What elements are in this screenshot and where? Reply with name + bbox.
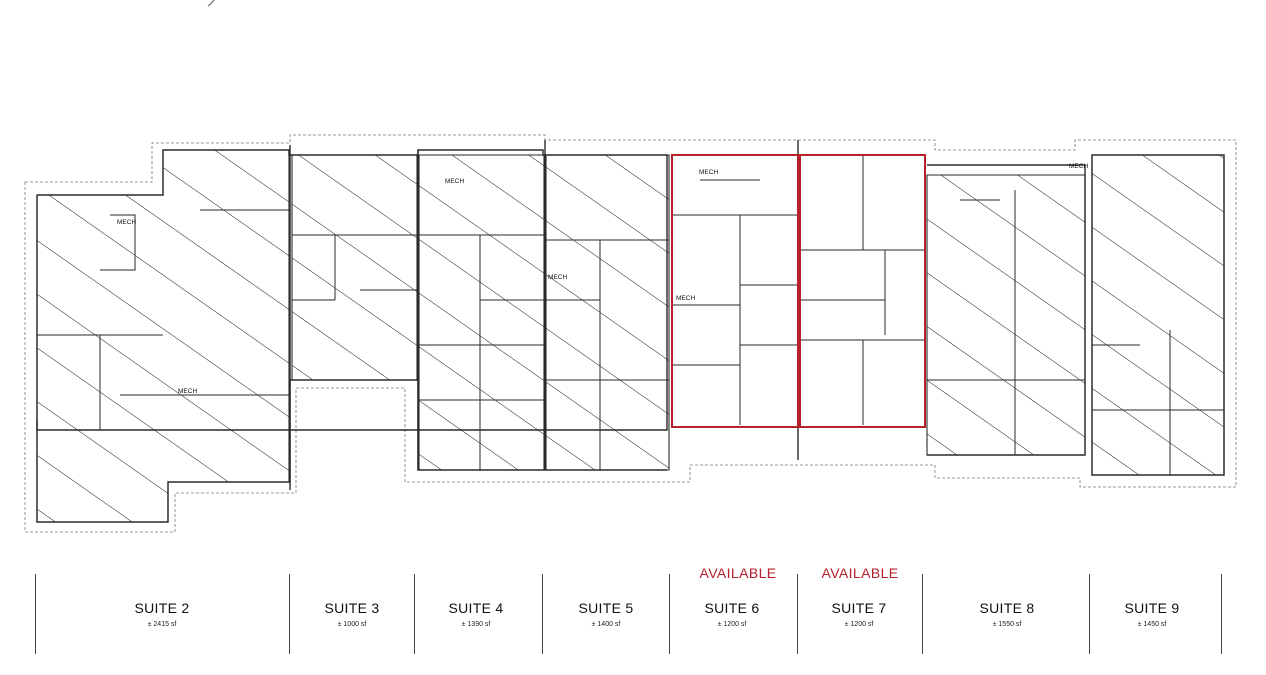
suite-4-hatch — [418, 154, 545, 471]
divider — [35, 574, 36, 654]
mech-label: MECH — [1069, 163, 1088, 170]
suite-name: SUITE 7 — [831, 600, 887, 616]
hatched-suites — [36, 149, 1225, 523]
suite-area: ± 1450 sf — [1137, 621, 1167, 628]
mech-label: MECH — [676, 295, 695, 302]
divider — [922, 574, 923, 654]
suite-area: ± 1400 sf — [591, 621, 621, 628]
suite-name: SUITE 6 — [704, 600, 760, 616]
mech-label: MECH — [178, 388, 197, 395]
mech-label: MECH — [699, 169, 718, 176]
mech-label: MECH — [445, 178, 464, 185]
suite-2-label[interactable]: SUITE 2 ± 2415 sf — [134, 600, 189, 628]
suite-9-hatch — [1091, 154, 1225, 476]
suite-name: SUITE 5 — [578, 600, 634, 616]
suite-name: SUITE 4 — [448, 600, 504, 616]
suite-7-label[interactable]: SUITE 7 ± 1200 sf — [831, 600, 886, 628]
divider — [669, 574, 670, 654]
floor-plan: MECH MECH MECH MECH MECH MECH MECH — [24, 0, 1237, 533]
suite-name: SUITE 2 — [134, 600, 190, 616]
suite-6-label[interactable]: SUITE 6 ± 1200 sf — [704, 600, 759, 628]
divider — [542, 574, 543, 654]
divider — [1221, 574, 1222, 654]
property-boundary — [24, 134, 1237, 533]
suite-name: SUITE 9 — [1124, 600, 1180, 616]
suite-area: ± 1550 sf — [992, 621, 1022, 628]
suite-area: ± 1390 sf — [461, 621, 491, 628]
suite-4-label[interactable]: SUITE 4 ± 1390 sf — [448, 600, 503, 628]
suite-7-outline — [799, 154, 926, 428]
top-mark — [207, 0, 215, 7]
suite-3-hatch — [291, 154, 418, 381]
available-interiors — [672, 155, 925, 425]
mech-label: MECH — [548, 274, 567, 281]
suite-area: ± 1200 sf — [844, 621, 874, 628]
suite-area: ± 2415 sf — [147, 621, 177, 628]
suite-3-label[interactable]: SUITE 3 ± 1000 sf — [324, 600, 379, 628]
suite-name: SUITE 8 — [979, 600, 1035, 616]
suite-5-hatch — [545, 154, 670, 471]
suite-area: ± 1200 sf — [717, 621, 747, 628]
suite-5-label[interactable]: SUITE 5 ± 1400 sf — [578, 600, 633, 628]
divider — [414, 574, 415, 654]
suite-2-hatch — [36, 149, 290, 523]
available-outline — [671, 154, 926, 428]
suite-name: SUITE 3 — [324, 600, 380, 616]
suite-8-hatch — [926, 174, 1086, 456]
mech-labels: MECH MECH MECH MECH MECH MECH MECH — [117, 163, 1088, 395]
suite-6-status: AVAILABLE — [699, 565, 777, 581]
divider — [289, 574, 290, 654]
interior-walls — [37, 190, 1224, 475]
suite-8-label[interactable]: SUITE 8 ± 1550 sf — [979, 600, 1034, 628]
divider — [797, 574, 798, 654]
mech-label: MECH — [117, 219, 136, 226]
suite-7-status: AVAILABLE — [821, 565, 899, 581]
suite-6-outline — [671, 154, 799, 428]
divider — [1089, 574, 1090, 654]
suite-9-label[interactable]: SUITE 9 ± 1450 sf — [1124, 600, 1179, 628]
suite-area: ± 1000 sf — [337, 621, 367, 628]
suite-legend: AVAILABLE AVAILABLE SUITE 2 ± 2415 sf SU… — [0, 560, 1266, 675]
